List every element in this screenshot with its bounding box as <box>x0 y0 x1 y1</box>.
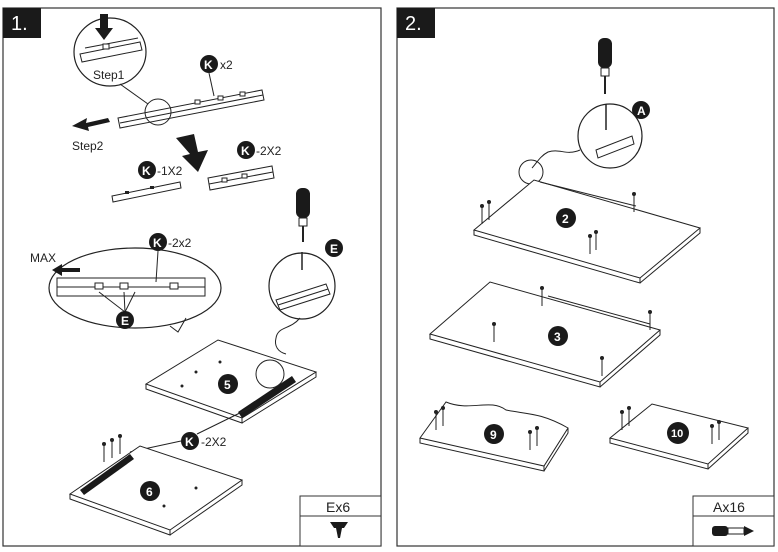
part-3-callout <box>548 326 568 346</box>
part-2-callout <box>556 208 576 228</box>
board-3 <box>428 281 662 388</box>
a-callout <box>632 101 650 119</box>
panel-1: 1. Step1 Step2 K x2 K <box>2 7 382 547</box>
svg-text:A: A <box>637 104 646 118</box>
svg-text:K: K <box>241 144 250 158</box>
push-down-arrow-icon <box>95 14 113 40</box>
screwdriver-icon <box>296 188 310 242</box>
screwdriver-icon-2 <box>598 38 612 94</box>
max-detail-oval <box>48 247 222 333</box>
svg-text:K: K <box>185 435 194 449</box>
e-callout-1 <box>116 311 134 329</box>
screw-icon <box>330 522 348 538</box>
part-9-callout <box>484 424 504 444</box>
hardware-box-ax16 <box>692 495 775 547</box>
max-arrow-icon <box>52 264 80 276</box>
step-1-badge <box>3 8 41 38</box>
step1-label: Step1 <box>93 68 125 82</box>
svg-text:2: 2 <box>562 212 569 226</box>
svg-text:K: K <box>153 236 162 250</box>
hardware-ax16-label: Ax16 <box>713 499 745 515</box>
step-2-badge <box>397 8 435 38</box>
cam-dowel-icon <box>712 526 754 536</box>
svg-text:K: K <box>142 164 151 178</box>
k-callout-5 <box>181 432 199 450</box>
part-6-callout <box>140 481 160 501</box>
svg-text:3: 3 <box>554 330 561 344</box>
e-callout-2 <box>325 239 343 257</box>
step2-label: Step2 <box>72 139 104 153</box>
a-detail-circle <box>518 103 643 185</box>
part-10-callout <box>667 422 689 444</box>
step2-arrow-icon <box>72 118 110 131</box>
e-detail-circle <box>268 252 336 355</box>
panel-2-border <box>396 7 775 547</box>
k-minus2x2-label-c: -2X2 <box>201 435 227 449</box>
big-down-arrow-icon <box>176 134 208 172</box>
inner-rail-piece <box>111 181 182 203</box>
k-minus2x2-label-a: -2X2 <box>256 144 282 158</box>
outer-rail-piece <box>207 165 275 191</box>
svg-text:9: 9 <box>490 428 497 442</box>
part-5-callout <box>218 374 238 394</box>
hardware-box-ex6 <box>299 495 382 547</box>
board-2 <box>472 179 702 284</box>
k-minus2x2-label-b: -2x2 <box>168 236 192 250</box>
max-label: MAX <box>30 251 56 265</box>
slide-rail-top <box>117 89 265 129</box>
k-callout-1 <box>200 55 218 73</box>
svg-text:K: K <box>204 58 213 72</box>
panel-2: 2. A <box>396 7 775 547</box>
svg-text:E: E <box>330 242 338 256</box>
step1-detail-balloon <box>73 14 149 105</box>
k-minus1x2-label: -1X2 <box>157 164 183 178</box>
svg-text:6: 6 <box>146 485 153 499</box>
hardware-ex6-label: Ex6 <box>326 499 350 515</box>
step-1-number: 1. <box>11 13 28 35</box>
svg-text:E: E <box>121 314 129 328</box>
step-2-number: 2. <box>405 13 422 35</box>
svg-text:5: 5 <box>224 378 231 392</box>
svg-text:10: 10 <box>671 428 683 440</box>
k-callout-3 <box>237 141 255 159</box>
k-callout-2 <box>138 161 156 179</box>
k-callout-4 <box>149 233 167 251</box>
k-x2-label: x2 <box>220 58 233 72</box>
